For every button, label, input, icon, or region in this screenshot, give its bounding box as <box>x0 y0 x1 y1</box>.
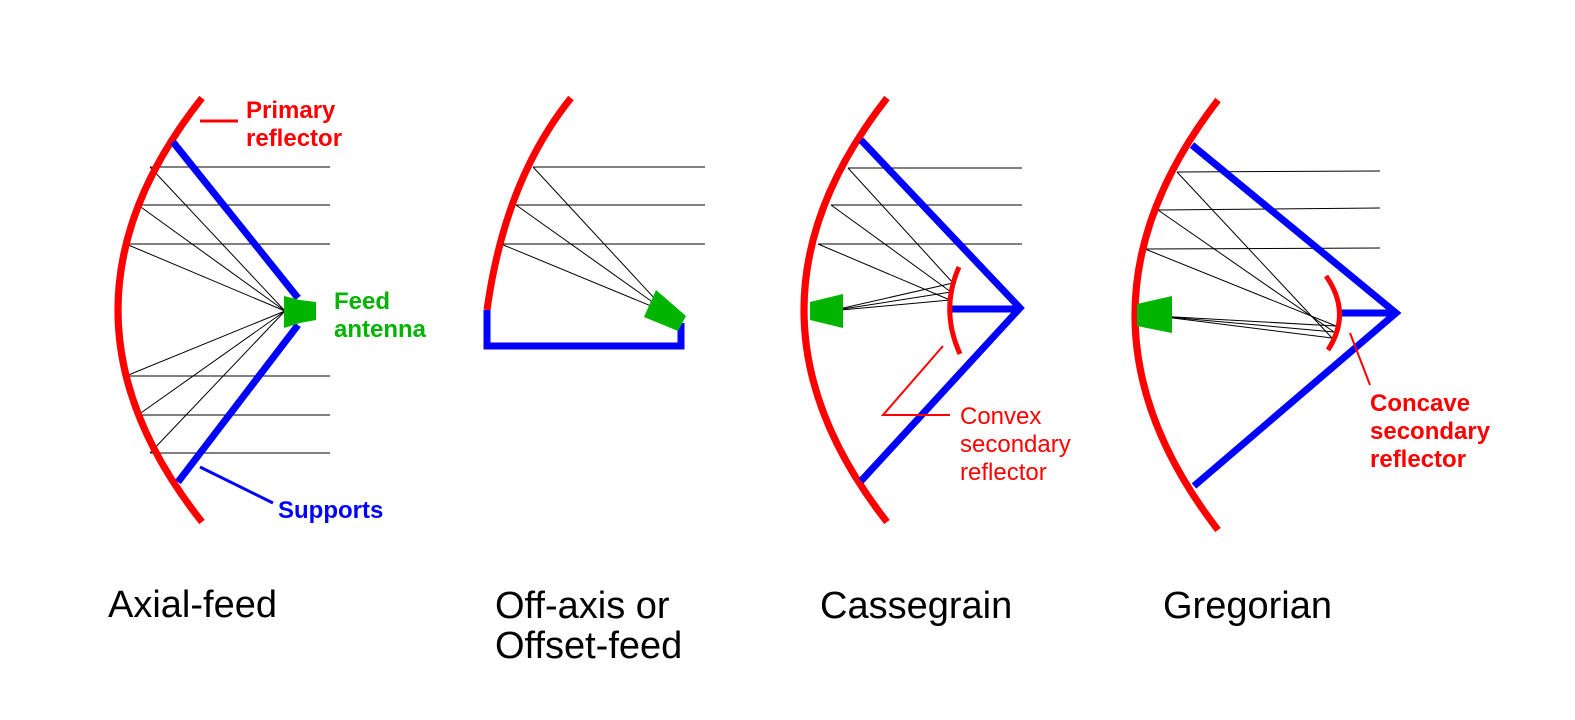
concave-label-2: secondary <box>1370 418 1491 445</box>
concave-label-1: Concave <box>1370 390 1470 417</box>
axial-feed-antenna <box>284 296 316 328</box>
axial-feed-diagram: Primary reflector Feed antenna Supports <box>114 95 427 525</box>
caption-axial: Axial-feed <box>108 584 277 626</box>
caption-offset-2: Offset-feed <box>495 625 682 667</box>
offset-primary-reflector <box>483 95 574 311</box>
convex-label-3: reflector <box>960 459 1047 486</box>
axial-rays <box>125 166 330 454</box>
gregorian-diagram: Concave secondary reflector <box>1131 97 1491 533</box>
feed-antenna-label-1: Feed <box>334 288 390 315</box>
primary-reflector-label-1: Primary <box>246 97 336 124</box>
offset-rays <box>500 166 705 314</box>
concave-secondary-reflector <box>1323 274 1342 352</box>
gregorian-feed-antenna <box>1137 296 1172 333</box>
concave-label-3: reflector <box>1370 446 1466 473</box>
supports-label: Supports <box>278 497 383 524</box>
axial-upper-support <box>170 139 301 301</box>
cassegrain-primary-reflector <box>800 95 890 525</box>
cassegrain-rays <box>817 167 1022 312</box>
supports-leader-line <box>199 465 274 505</box>
caption-offset-1: Off-axis or <box>495 585 670 627</box>
convex-secondary-reflector <box>947 265 963 356</box>
offset-feed-antenna <box>644 290 686 331</box>
axial-primary-reflector <box>114 95 205 525</box>
caption-cassegrain: Cassegrain <box>820 585 1012 627</box>
feed-antenna-label-2: antenna <box>334 316 427 343</box>
convex-label-2: secondary <box>960 431 1071 458</box>
convex-label-1: Convex <box>960 403 1041 430</box>
gregorian-primary-reflector <box>1131 97 1221 533</box>
primary-reflector-label-2: reflector <box>246 125 342 152</box>
axial-lower-support <box>175 322 301 485</box>
caption-gregorian: Gregorian <box>1163 585 1332 627</box>
concave-leader-line <box>1349 332 1371 386</box>
cassegrain-feed-antenna <box>810 294 843 328</box>
offset-support <box>483 310 685 350</box>
convex-leader-line <box>880 345 950 416</box>
cassegrain-diagram: Convex secondary reflector <box>800 95 1071 525</box>
offset-feed-diagram <box>483 95 705 350</box>
